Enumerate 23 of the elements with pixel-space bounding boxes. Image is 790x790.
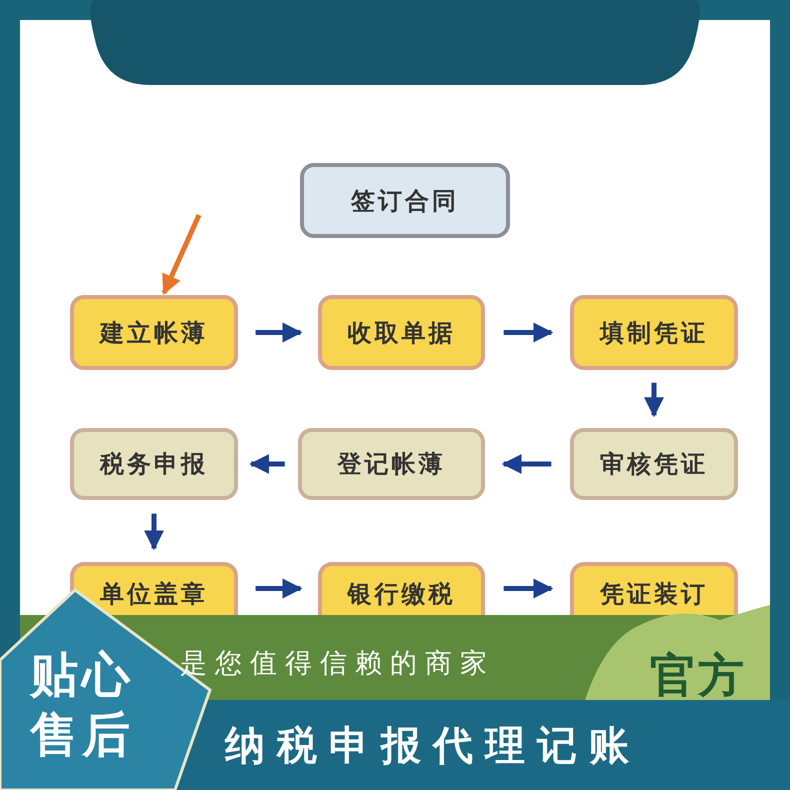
arrow xyxy=(504,578,554,598)
arrow xyxy=(256,578,302,598)
process-box: 凭证装订 xyxy=(570,562,738,615)
process-box: 签订合同 xyxy=(300,163,510,238)
process-box: 银行缴税 xyxy=(318,562,485,615)
badge-text: 官方 xyxy=(650,647,746,704)
process-box: 填制凭证 xyxy=(570,295,738,370)
arrow xyxy=(644,382,664,418)
arrow xyxy=(504,322,554,342)
process-box: 登记帐薄 xyxy=(298,428,485,500)
arrow xyxy=(162,214,202,295)
slogan-text: 是您值得信赖的商家 xyxy=(180,647,495,681)
arrow xyxy=(144,514,164,550)
arrow xyxy=(502,454,552,474)
process-box: 收取单据 xyxy=(318,295,485,370)
process-box: 审核凭证 xyxy=(570,428,738,500)
badge-text: 贴心售后 xyxy=(30,646,135,765)
arrow xyxy=(249,454,285,474)
process-box: 建立帐薄 xyxy=(70,295,238,370)
arrow xyxy=(256,322,302,342)
service-title: 纳税申报代理记账 xyxy=(225,722,641,771)
process-box: 单位盖章 xyxy=(70,562,238,615)
process-box: 税务申报 xyxy=(70,428,238,500)
